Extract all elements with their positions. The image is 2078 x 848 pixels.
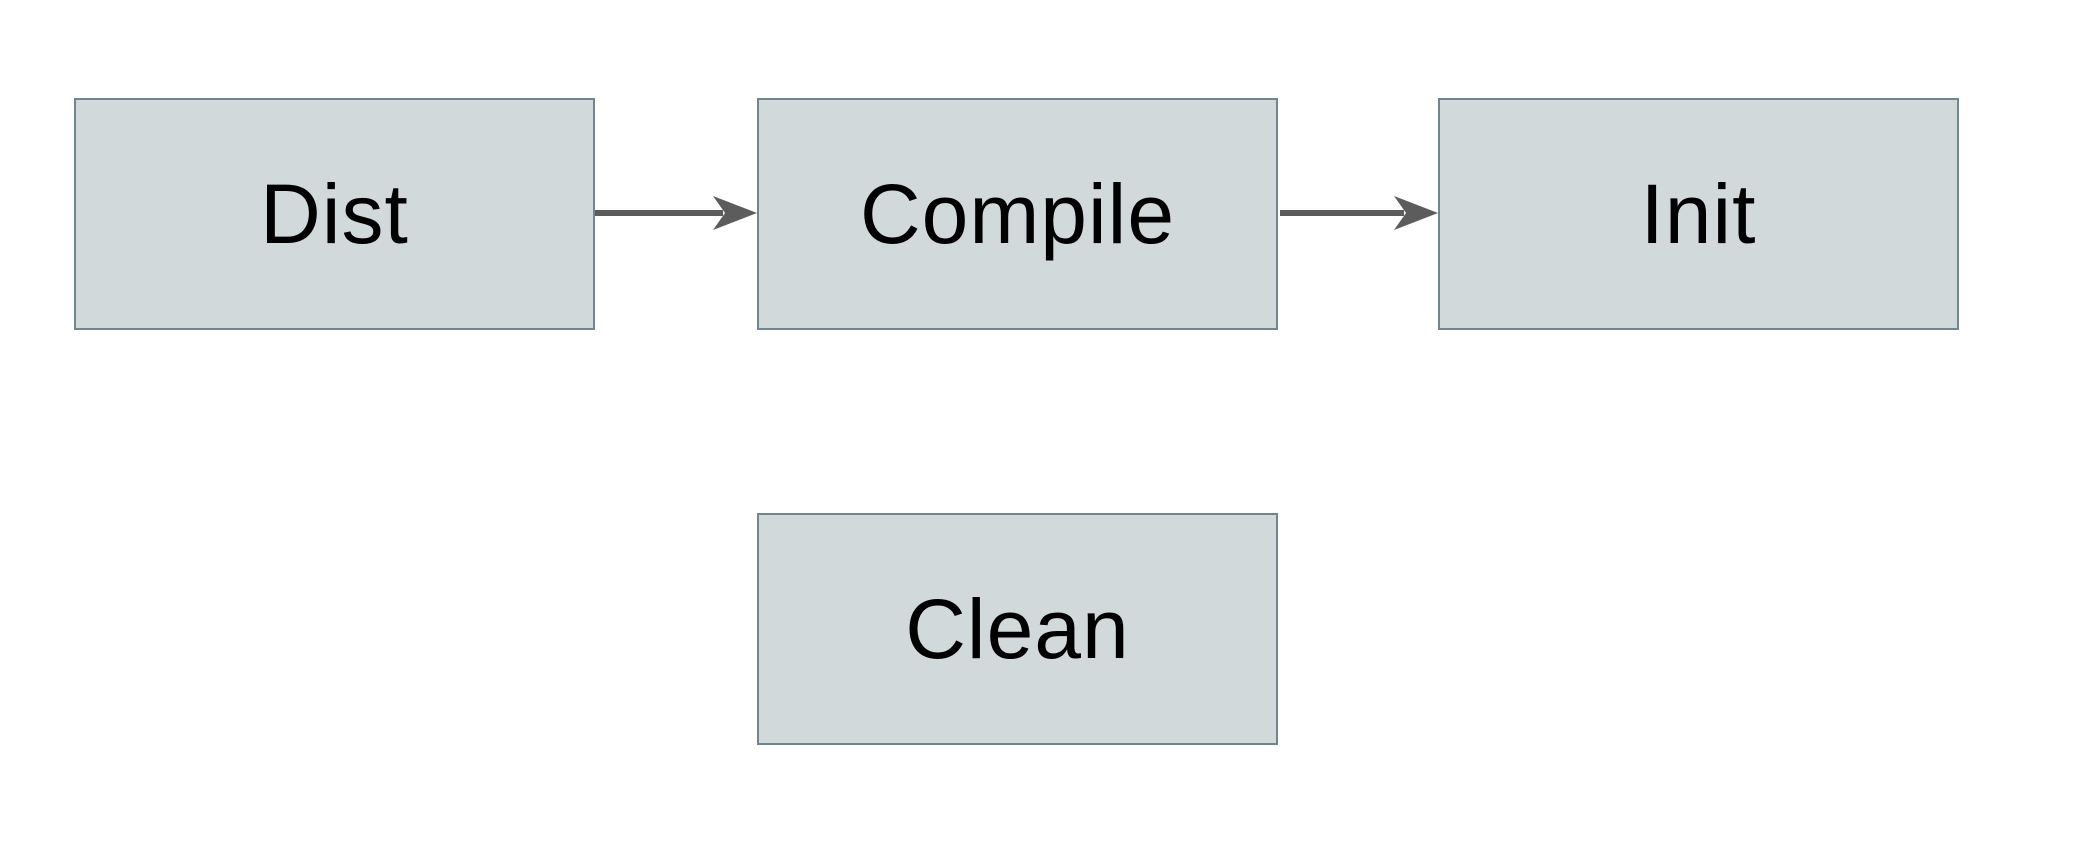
node-init: Init: [1438, 98, 1959, 330]
node-dist-label: Dist: [260, 166, 409, 261]
arrowhead-icon: [713, 196, 757, 230]
node-init-label: Init: [1640, 166, 1757, 261]
node-clean-label: Clean: [905, 581, 1130, 676]
arrow-dist-to-compile: [595, 196, 757, 230]
node-dist: Dist: [74, 98, 595, 330]
node-compile-label: Compile: [859, 166, 1176, 261]
arrowhead-icon: [1394, 196, 1438, 230]
node-compile: Compile: [757, 98, 1278, 330]
arrow-compile-to-init: [1280, 196, 1438, 230]
node-clean: Clean: [757, 513, 1278, 745]
